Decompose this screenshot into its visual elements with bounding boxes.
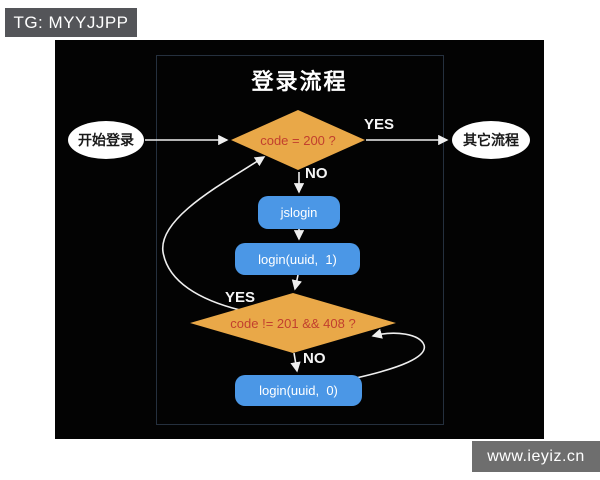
node-other-flow-terminal: 其它流程 — [452, 121, 530, 159]
node-login-uuid-0-process: login(uuid, 0) — [235, 375, 362, 406]
node-other-flow-label: 其它流程 — [463, 132, 519, 148]
flowchart-title: 登录流程 — [251, 69, 348, 94]
node-jslogin-label: jslogin — [280, 205, 318, 220]
tg-watermark-text: TG: MYYJJPP — [13, 12, 129, 32]
node-decision-code-201-408-label: code != 201 && 408 ? — [230, 315, 356, 331]
tg-watermark-badge: TG: MYYJJPP — [5, 8, 137, 37]
node-start-terminal: 开始登录 — [68, 121, 144, 159]
site-watermark-text: www.ieyiz.cn — [487, 447, 585, 465]
edge-label-yes-top: YES — [364, 116, 395, 133]
edge-label-no-bottom: NO — [303, 350, 326, 367]
site-watermark-badge: www.ieyiz.cn — [472, 441, 600, 472]
node-decision-code-200-label: code = 200 ? — [260, 132, 336, 148]
node-login-uuid-1-label: login(uuid, 1) — [258, 251, 337, 267]
node-start-label: 开始登录 — [78, 132, 134, 148]
node-jslogin-process: jslogin — [258, 196, 340, 229]
edge-label-no-top: NO — [305, 165, 328, 182]
node-login-uuid-0-label: login(uuid, 0) — [259, 383, 338, 398]
edge-label-yes-loop: YES — [225, 289, 256, 306]
flowchart-frame-border — [156, 55, 444, 425]
node-login-uuid-1-process: login(uuid, 1) — [235, 243, 360, 275]
